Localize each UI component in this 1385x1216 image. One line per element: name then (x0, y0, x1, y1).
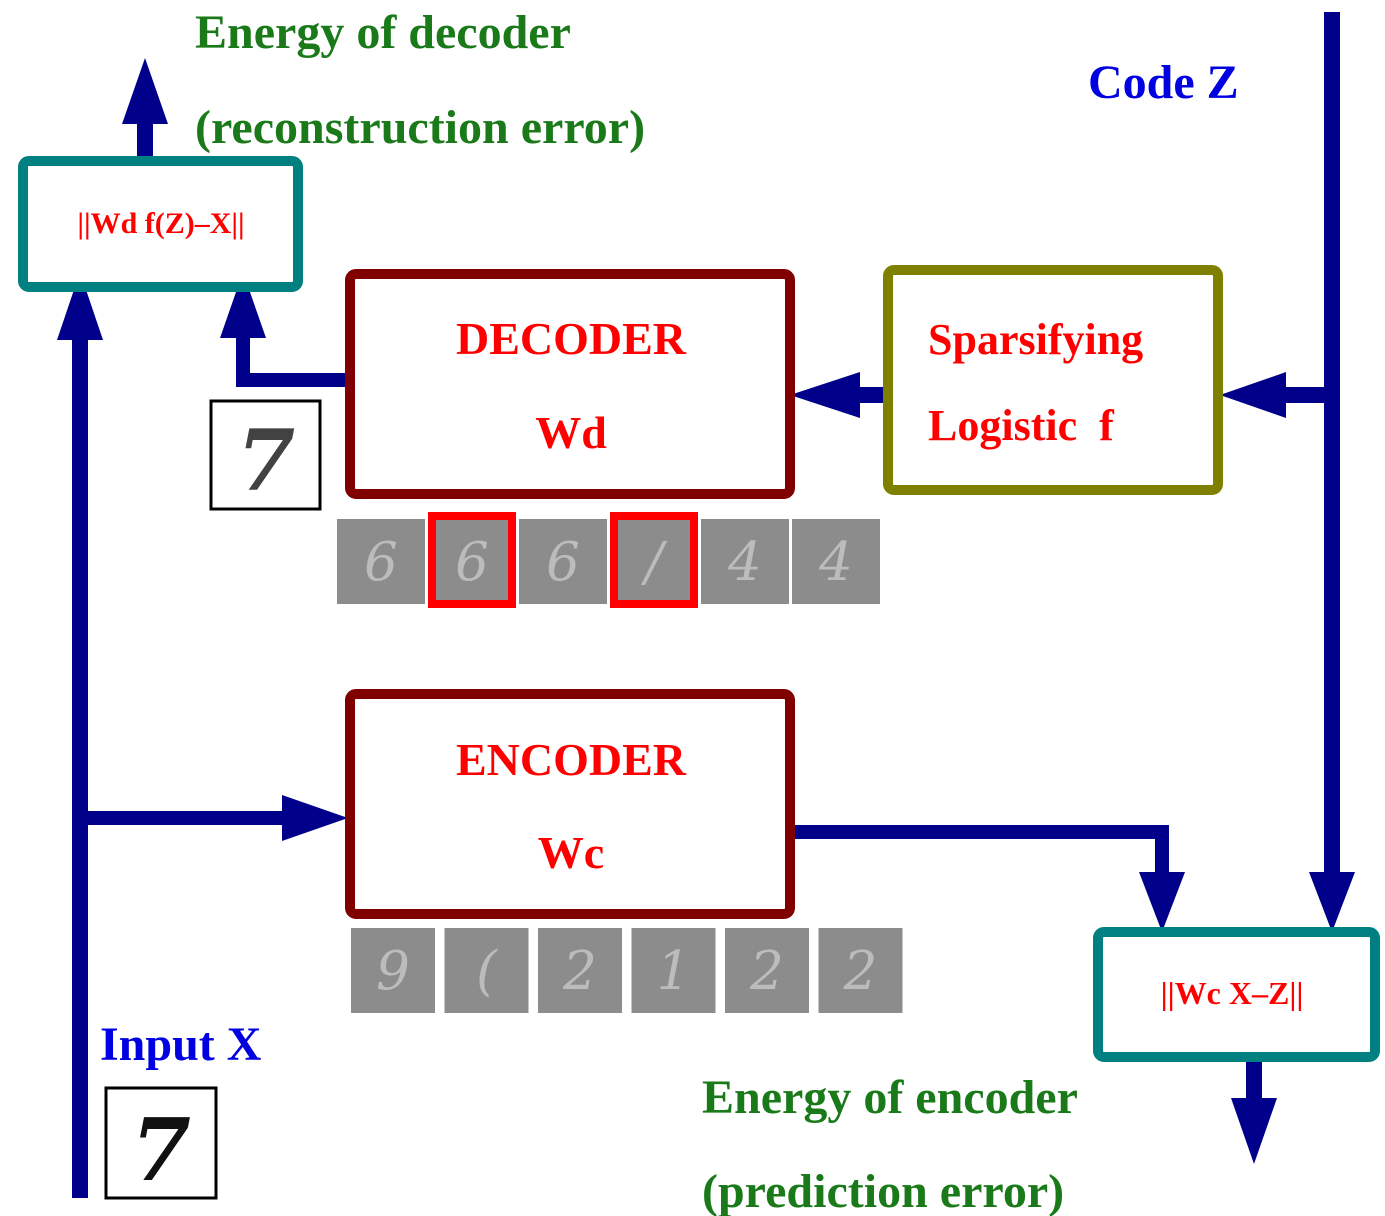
decoder-energy-title: Energy of decoder (195, 6, 571, 59)
input-digit-thumbnail: 7 (104, 1086, 218, 1201)
decoder-filter-glyph: 4 (727, 532, 762, 593)
encoder-filter-background (538, 928, 622, 1013)
encoder-filter-tile: 2 (538, 928, 622, 1013)
encoder-filter-glyph: 2 (749, 941, 784, 1002)
sparsifying-label: Sparsifying (928, 315, 1143, 364)
input-digit: 7 (131, 1100, 191, 1201)
decoder-filter-glyph: 6 (364, 532, 398, 593)
reconstructed-digit: 7 (237, 411, 295, 510)
encoder-filter-glyph: 1 (657, 941, 691, 1002)
encoder-filter-background (444, 928, 529, 1013)
decoder-filter-highlight (610, 512, 698, 608)
code-z-to-sparsifier-arrow (1220, 372, 1332, 418)
logistic-f-label: Logistic f (928, 401, 1115, 450)
decoder-filter-tile: 4 (701, 519, 789, 604)
sparsifier-to-decoder-arrow (790, 372, 898, 418)
encoder-energy-output-arrow (1231, 1060, 1277, 1164)
decoder-filter-background (337, 519, 425, 604)
connectors (57, 12, 1355, 1198)
decoder-filter-tile: 6 (428, 512, 516, 608)
encoder-filter-background (818, 928, 903, 1013)
encoder-filter-glyph: 2 (562, 941, 597, 1002)
encoder-filter-glyph: 9 (376, 941, 410, 1002)
decoder-filter-glyph: 6 (455, 532, 489, 593)
code-z-label: Code Z (1088, 56, 1239, 109)
decoder-filter-glyph: 6 (546, 532, 580, 593)
input-to-encoder-arrow (80, 795, 348, 841)
encoder-error-formula: ||Wc X–Z|| (1161, 975, 1304, 1011)
sparsifying-logistic-box: Sparsifying Logistic f (883, 265, 1223, 495)
decoder-filter-background (519, 519, 607, 604)
encoder-to-error-arrow (790, 825, 1185, 932)
decoder-filter-tile: / (610, 512, 698, 608)
encoder-filter-tile: 9 (351, 928, 435, 1013)
encoder-error-box: ||Wc X–Z|| (1093, 927, 1380, 1062)
encoder-filter-tile: ( (444, 928, 529, 1013)
decoder-filter-glyph: 4 (818, 532, 853, 593)
decoder-energy-output-arrow (122, 58, 168, 165)
decoder-error-formula: ||Wd f(Z)–X|| (77, 207, 244, 240)
input-x-label: Input X (100, 1018, 262, 1071)
decoder-error-box: ||Wd f(Z)–X|| (18, 156, 303, 292)
encoder-filter-tile: 1 (631, 928, 716, 1013)
decoder-filter-tile: 4 (792, 519, 880, 604)
encoder-filter-background (351, 928, 435, 1013)
decoder-filter-background (610, 519, 698, 604)
decoder-energy-subtitle: (reconstruction error) (195, 101, 645, 154)
encoder-filter-glyph: 2 (843, 941, 878, 1002)
encoder-filter-background (725, 928, 809, 1013)
encoder-title: ENCODER (456, 734, 687, 785)
decoder-to-error-arrow (220, 272, 352, 387)
input-trunk-arrow (57, 272, 103, 1198)
decoder-filter-background (792, 519, 880, 604)
encoder-filter-tile: 2 (818, 928, 903, 1013)
decoder-filter-tile: 6 (519, 519, 607, 604)
decoder-filter-background (701, 519, 789, 604)
encoder-energy-title: Energy of encoder (702, 1071, 1078, 1124)
encoder-energy-subtitle: (prediction error) (702, 1165, 1064, 1216)
encoder-filter-tile: 2 (725, 928, 809, 1013)
reconstructed-digit-thumbnail: 7 (209, 399, 322, 511)
encoder-weights-label: Wc (538, 827, 604, 878)
decoder-weights-label: Wd (535, 407, 607, 458)
decoder-filter-background (428, 519, 516, 604)
code-z-trunk-arrow (1309, 12, 1355, 932)
decoder-box: DECODER Wd (345, 269, 795, 499)
encoder-filter-glyph: ( (476, 941, 498, 1002)
decoder-title: DECODER (456, 313, 687, 364)
encoder-box: ENCODER Wc (345, 689, 795, 919)
decoder-filter-highlight (428, 512, 516, 608)
encoder-filter-background (631, 928, 716, 1013)
decoder-filter-tile: 6 (337, 519, 425, 604)
